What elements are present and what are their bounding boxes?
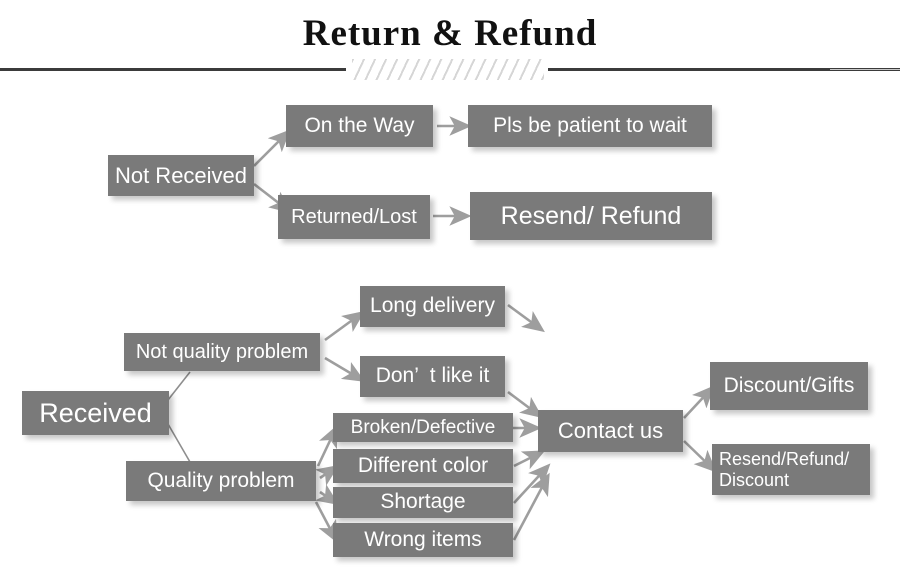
- node-pls-be-patient[interactable]: Pls be patient to wait: [468, 105, 712, 147]
- line-received-quality: [167, 423, 191, 463]
- node-on-the-way[interactable]: On the Way: [286, 105, 433, 147]
- node-long-delivery[interactable]: Long delivery: [360, 286, 505, 327]
- arrow-longdelivery-contact: [507, 303, 545, 333]
- arrow-notreceived-ontheway: [253, 129, 291, 167]
- node-wrong-items[interactable]: Wrong items: [333, 523, 513, 557]
- arrow-contact-resendrefunddiscount: [683, 440, 717, 473]
- node-quality-problem[interactable]: Quality problem: [126, 461, 316, 501]
- node-not-quality-problem[interactable]: Not quality problem: [124, 333, 320, 371]
- node-not-received[interactable]: Not Received: [108, 155, 254, 196]
- node-received[interactable]: Received: [22, 391, 169, 435]
- plain-connector-group: [167, 371, 191, 463]
- arrow-notquality-longdelivery: [324, 310, 365, 342]
- node-different-color[interactable]: Different color: [333, 449, 513, 483]
- divider-line-right: [548, 68, 900, 71]
- arrow-contact-discountgifts: [683, 385, 715, 419]
- arrow-shortage-contact: [513, 463, 551, 504]
- node-contact-us[interactable]: Contact us: [538, 410, 683, 452]
- node-broken-defective[interactable]: Broken/Defective: [333, 413, 513, 442]
- page-title: Return & Refund: [302, 13, 598, 54]
- arrow-notquality-dontlike: [324, 356, 366, 382]
- arrow-wrongitems-contact: [512, 472, 550, 541]
- node-resend-refund[interactable]: Resend/ Refund: [470, 192, 712, 240]
- divider-line-thin: [830, 69, 900, 70]
- arrow-color-contact: [513, 450, 546, 470]
- node-discount-gifts[interactable]: Discount/Gifts: [710, 362, 868, 410]
- hatched-divider-icon: [352, 59, 544, 80]
- node-returned-lost[interactable]: Returned/Lost: [278, 195, 430, 239]
- node-resend-refund-discount[interactable]: Resend/Refund/ Discount: [712, 444, 870, 495]
- node-dont-like-it[interactable]: Don’ t like it: [360, 356, 505, 397]
- divider-line-left: [0, 68, 346, 71]
- line-received-notquality: [167, 371, 191, 401]
- node-shortage[interactable]: Shortage: [333, 487, 513, 518]
